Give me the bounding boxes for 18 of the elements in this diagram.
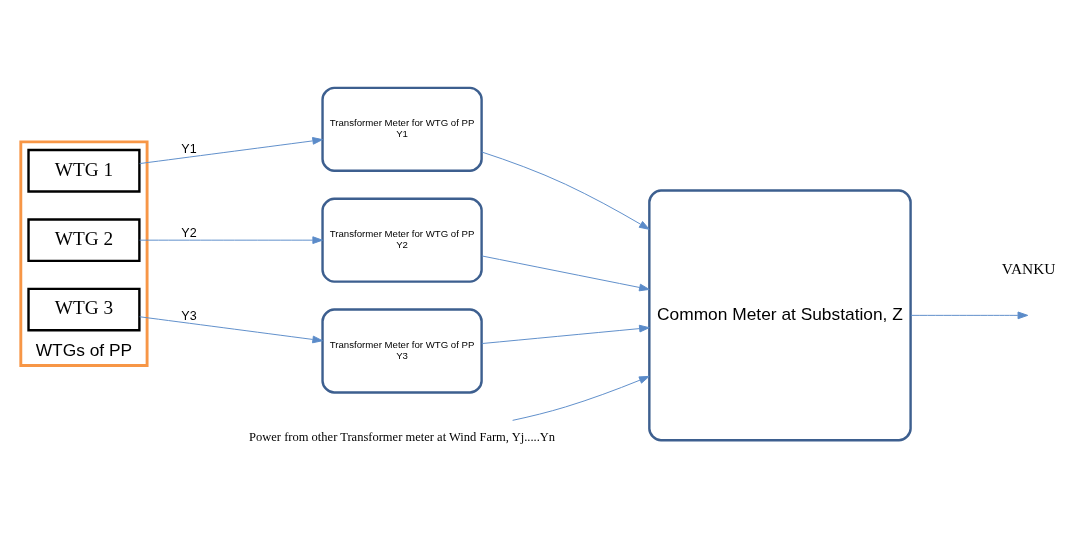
- node-box: Transformer Meter for WTG of PP Y1: [321, 86, 483, 172]
- edge-label: Y1: [181, 141, 197, 156]
- node-box: Common Meter at Substation, Z: [648, 188, 912, 441]
- label: VANKU: [1001, 259, 1056, 277]
- arrow: [481, 151, 650, 230]
- arrow: [481, 254, 650, 291]
- node-box: Transformer Meter for WTG of PP Y2: [321, 197, 483, 283]
- arrow: [139, 235, 323, 244]
- node-box: Transformer Meter for WTG of PP Y3: [321, 307, 483, 394]
- arrow: [910, 311, 1029, 319]
- edge-label: Y2: [181, 225, 197, 240]
- arrow: [481, 324, 650, 344]
- node-text: Power from other Transformer meter at Wind Farm, Yj.....Yn: [249, 429, 556, 444]
- arrow: [512, 375, 650, 421]
- node-box: WTG 2: [27, 217, 141, 262]
- edge-label: Y3: [181, 308, 197, 323]
- node-box: WTG 3: [27, 287, 141, 331]
- node-box: WTG 1: [27, 148, 141, 193]
